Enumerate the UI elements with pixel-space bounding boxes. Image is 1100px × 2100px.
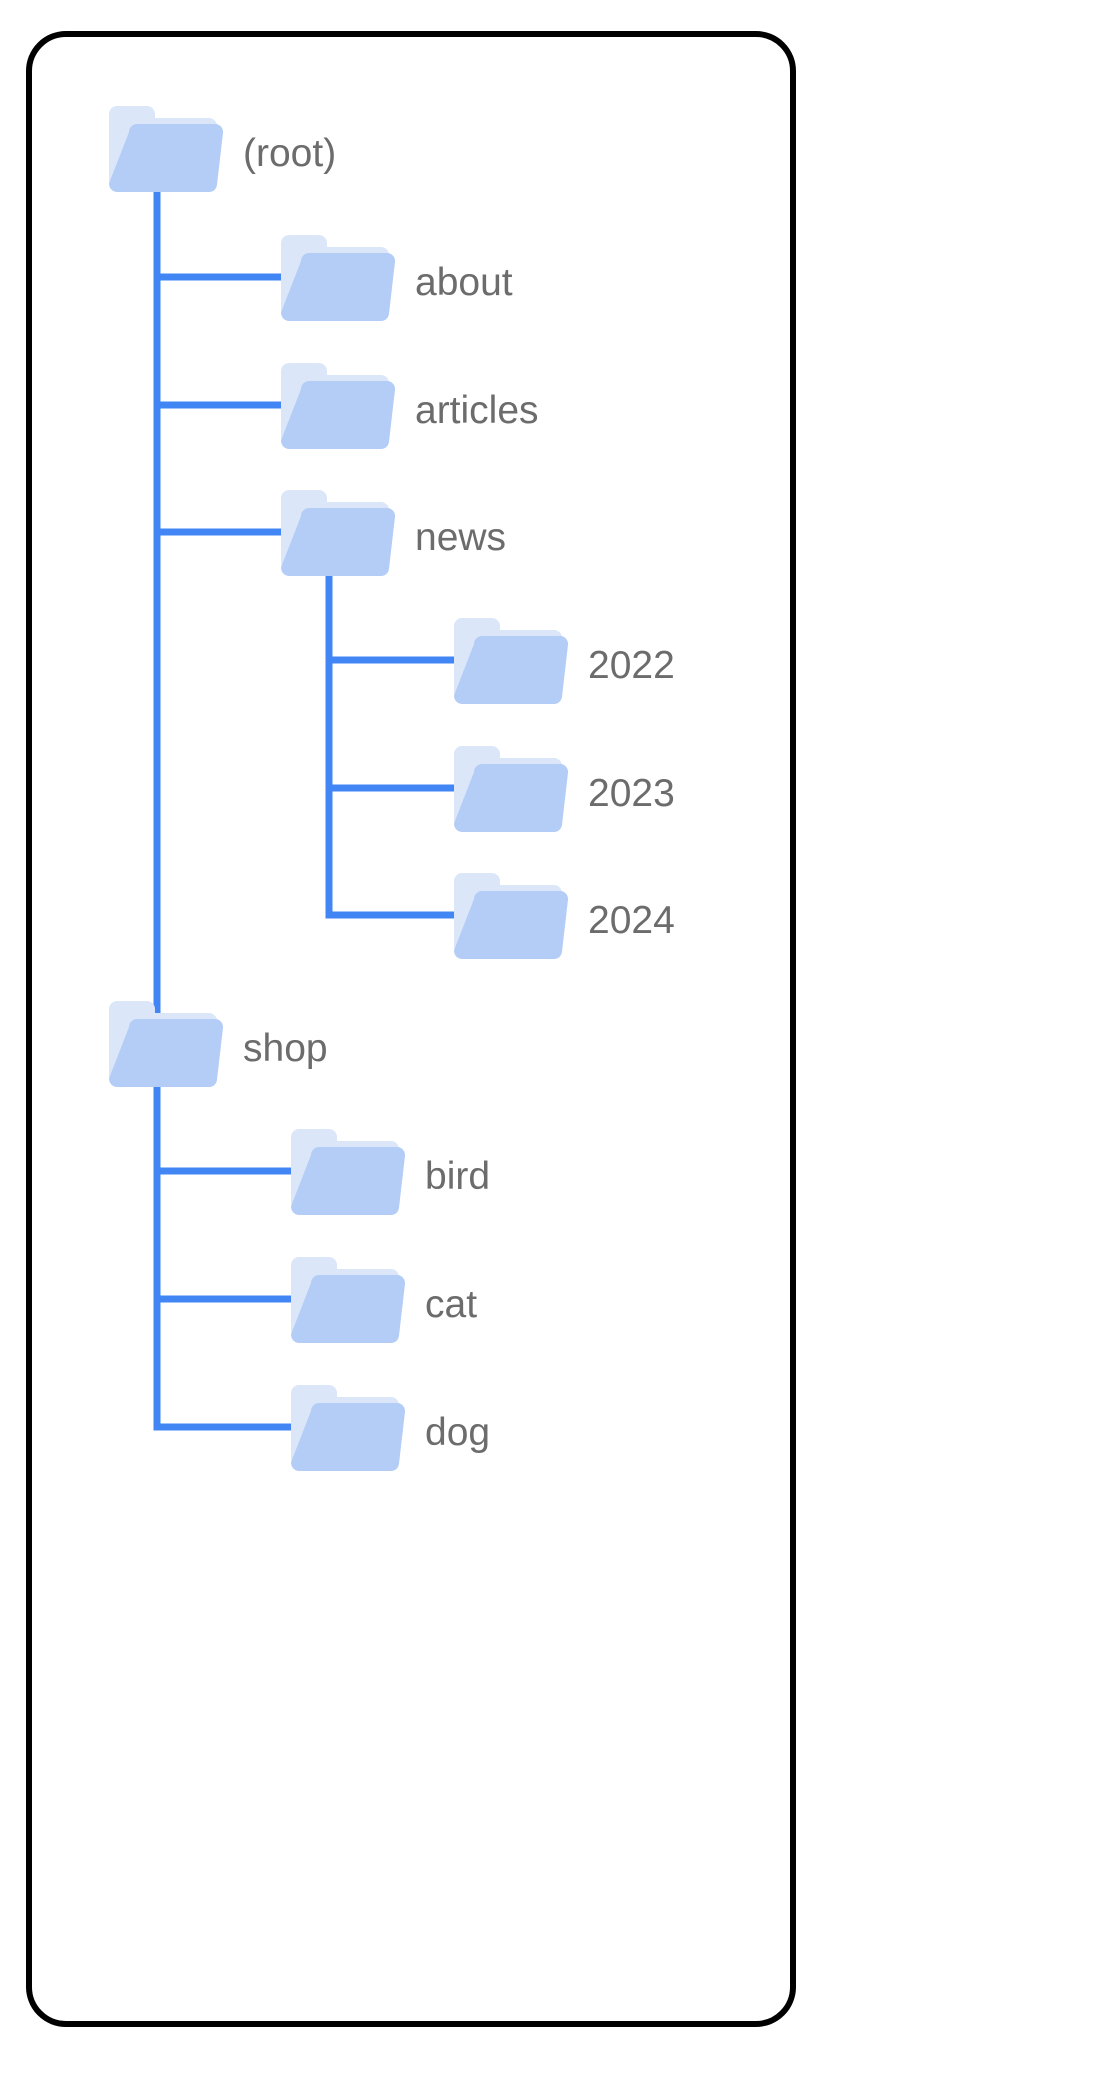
folder-icon	[281, 490, 396, 577]
tree-node-label-2024: 2024	[588, 899, 675, 942]
folder-icon	[109, 106, 224, 193]
tree-node-label-news: news	[415, 516, 507, 559]
tree-node-label-bird: bird	[425, 1155, 491, 1198]
tree-node-label-2023: 2023	[588, 772, 675, 815]
tree-node-label-2022: 2022	[588, 644, 675, 687]
folder-icon	[281, 363, 396, 450]
folder-icon	[454, 873, 569, 960]
tree-node-label-root: (root)	[243, 132, 337, 175]
tree-node-label-about: about	[415, 261, 513, 304]
folder-icon	[291, 1129, 406, 1216]
folder-icon	[281, 235, 396, 322]
folder-icon	[454, 618, 569, 705]
tree-node-label-dog: dog	[425, 1411, 491, 1454]
folder-icon	[291, 1257, 406, 1344]
tree-node-label-shop: shop	[243, 1027, 328, 1070]
tree-node-label-articles: articles	[415, 389, 539, 432]
tree-node-label-cat: cat	[425, 1283, 478, 1326]
folder-icon	[291, 1385, 406, 1472]
folder-icon	[454, 746, 569, 833]
folder-icon	[109, 1001, 224, 1088]
